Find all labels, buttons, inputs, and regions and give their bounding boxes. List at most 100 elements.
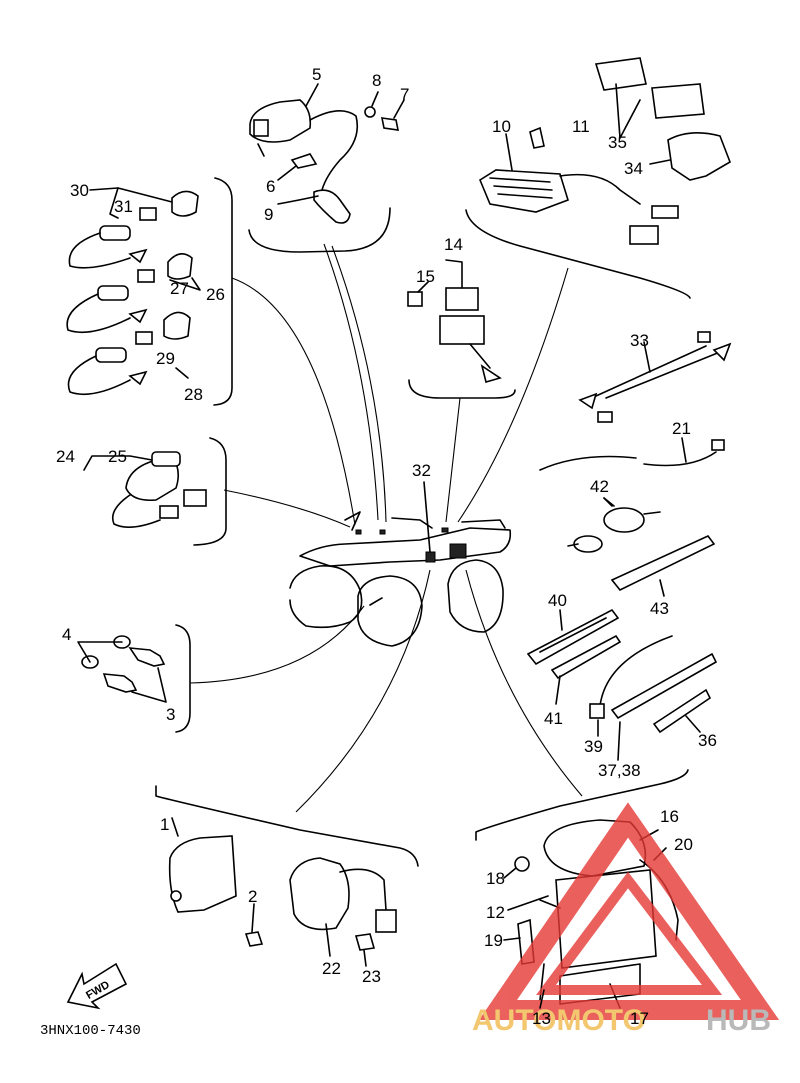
part-label-13: 13 [532,1009,551,1028]
terminal-26 [128,308,148,324]
leader-6 [277,165,297,181]
atv-marker-battery [449,543,467,559]
cdi-mount-hole [170,890,182,902]
part-label-31: 31 [114,197,133,216]
lead-33-plug-b [697,331,711,343]
watermark [479,802,780,1020]
part-label-15: 15 [416,267,435,286]
lead-wire-30 [68,232,131,269]
bracket-battery [475,769,689,841]
part-label-24: 24 [56,447,75,466]
elbow-cap-30 [171,190,199,217]
connector-27 [137,269,155,283]
leader-32 [423,481,431,553]
band-42-tails [567,497,661,547]
leader-rectifier [457,267,569,523]
spark-plug-group [77,635,167,703]
cover-35a [594,57,647,91]
fuse-lead [469,343,491,369]
cover-34 [667,132,731,181]
lead-21a [539,455,637,471]
fuse-holder-body [439,315,485,345]
leader-cdi [295,569,431,813]
lead-21-plug [711,439,725,451]
lead-21b [643,451,717,467]
watermark-text-1: AUTOMOTO [472,1004,646,1037]
bracket-coil [248,207,391,253]
coil-terminal [253,119,269,137]
leader-coil-2 [331,245,387,523]
leader-37 [617,721,621,761]
fuse-15 [407,291,423,307]
terminal-30 [128,248,148,264]
fuse-group [407,259,502,383]
leader-43 [659,579,665,597]
leader-35 [615,83,641,139]
atv-front-wheel-left [289,565,363,629]
cdi-unit [168,835,237,913]
part-label-11: 11 [572,117,590,136]
part-label-40: 40 [548,591,567,610]
cover-35b [651,83,705,119]
part-label-23: 23 [362,967,381,986]
battery-box-17 [559,963,641,1005]
leader-5 [305,83,319,107]
leader-sensors [231,277,356,526]
relay-cap-25 [151,451,181,467]
bracket-plugs [175,624,191,733]
part-label-17: 17 [630,1009,649,1028]
part-label-35: 35 [608,133,627,152]
atv-outline [289,511,512,647]
bracket-sensor-group [213,177,233,406]
relay-connector-b [183,489,207,507]
leader-21 [681,437,687,463]
bolt-23 [354,933,376,951]
bolt-11 [529,126,545,149]
part-label-18: 18 [486,869,505,888]
leader-9 [277,195,319,205]
atv-rear-wheel [447,559,504,633]
bracket-fuse [408,379,516,399]
atv-rear-rack [461,519,506,529]
part-label-25: 25 [108,447,127,466]
leader-30-cap [117,187,173,203]
relay-lead [111,494,161,528]
connector-29 [135,331,153,345]
leader-fuse [445,397,461,523]
atv-marker-1 [355,529,362,535]
clip-39 [589,703,605,719]
leader-2 [251,903,255,933]
lead-wire-28 [67,355,131,396]
lead-33-end-a [578,392,598,410]
part-label-22: 22 [322,959,341,978]
atv-marker-2 [379,529,386,535]
leader-19 [503,937,521,941]
connector-31 [139,207,157,221]
part-label-14: 14 [444,235,463,254]
leader-22 [325,923,331,957]
leader-12 [507,895,549,911]
holder-39-wire [599,635,673,707]
bolt-7 [380,117,400,131]
spark-plug-b [102,673,138,693]
leader-26-27 [169,277,201,291]
diagram-code: 3HNX100-7430 [40,1023,141,1039]
leader-24-25 [83,455,153,471]
part-label-21: 21 [672,419,691,438]
fwd-arrow: FWD [66,962,128,1010]
atv-marker-3 [441,527,449,533]
part-label-32: 32 [412,461,431,480]
cable-tie-36 [652,688,712,734]
part-label-26: 26 [206,285,225,304]
plug-lead [309,110,359,191]
cable-tie-37 [610,652,718,720]
leader-14 [445,259,463,289]
rectifier-plug-b [629,225,659,245]
plug-cap-9 [313,189,351,224]
atv-seat-front [391,517,433,529]
relay-connector-a [159,505,179,519]
ignition-coil-group [249,83,405,224]
spark-plug-a [128,647,166,667]
part-label-16: 16 [660,807,679,826]
part-label-2: 2 [248,887,257,906]
